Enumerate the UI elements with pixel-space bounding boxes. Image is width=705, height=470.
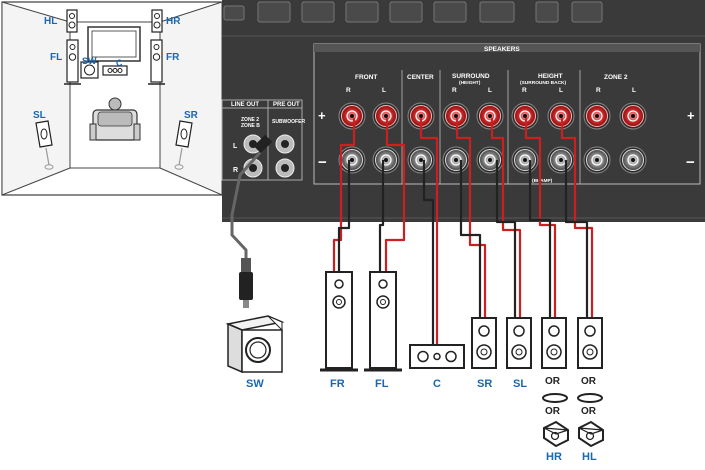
room-label-sr: SR (184, 110, 199, 121)
height-l-minus-terminal[interactable] (547, 146, 575, 174)
surround-l-plus-terminal[interactable] (476, 102, 504, 130)
room-label-hl: HL (44, 16, 57, 27)
height-right-bookshelf-icon (541, 317, 567, 369)
zone2-r-letter: R (596, 87, 601, 94)
surround-r-letter: R (452, 87, 457, 94)
label-hl: HL (582, 451, 597, 463)
minus-left: − (318, 154, 327, 171)
listener-seat-icon (89, 97, 141, 141)
label-fr: FR (330, 378, 345, 390)
or-label-hr-1: OR (545, 376, 561, 387)
front-right-tower-icon (320, 271, 358, 372)
pre-out-label: PRE OUT (273, 102, 300, 108)
speaker-cables (230, 118, 594, 345)
subwoofer-small-icon (80, 61, 99, 79)
height-l-letter: L (559, 87, 563, 94)
speakers-header: SPEAKERS (484, 46, 520, 53)
front-l-minus-terminal[interactable] (372, 146, 400, 174)
line-out-l-label: L (233, 143, 238, 150)
surround-r-plus-terminal[interactable] (442, 102, 470, 130)
zoneb-label: ZONE B (241, 123, 260, 129)
surround-right-speaker-icon (174, 120, 193, 170)
plus-right: + (687, 108, 695, 123)
plus-left: + (318, 108, 326, 123)
height-r-minus-terminal[interactable] (511, 146, 539, 174)
group-height-label: HEIGHT (538, 73, 563, 80)
subwoofer-pre-out-1[interactable] (275, 134, 295, 154)
subwoofer-pre-out-2[interactable] (275, 158, 295, 178)
front-left-speaker-icon (64, 39, 81, 85)
front-left-tower-icon (364, 271, 402, 372)
line-pre-out-box (221, 99, 303, 181)
surround-l-minus-terminal[interactable] (476, 146, 504, 174)
zone2-l-plus-terminal[interactable] (619, 102, 647, 130)
room-label-fl: FL (50, 52, 62, 63)
height-r-plus-terminal[interactable] (511, 102, 539, 130)
room-label-fr: FR (166, 52, 180, 63)
zone2-r-plus-terminal[interactable] (583, 102, 611, 130)
room-label-sl: SL (33, 110, 46, 121)
front-r-minus-terminal[interactable] (338, 146, 366, 174)
height-left-bookshelf-icon (577, 317, 603, 369)
front-r-letter: R (346, 87, 351, 94)
label-c: C (433, 378, 441, 390)
label-fl: FL (375, 378, 389, 390)
line-out-label: LINE OUT (231, 102, 259, 108)
center-minus-terminal[interactable] (407, 146, 435, 174)
front-right-speaker-icon (148, 39, 165, 85)
surround-r-minus-terminal[interactable] (442, 146, 470, 174)
room-label-hr: HR (166, 16, 181, 27)
or-label-hl-1: OR (581, 376, 597, 387)
label-hr: HR (546, 451, 562, 463)
zone2-label: ZONE 2 (241, 117, 259, 123)
ceiling-speaker-hr-icon (542, 393, 568, 403)
subwoofer-out-label: SUBWOOFER (272, 119, 305, 125)
receiver-rear-panel: LINE OUT PRE OUT ZONE 2 ZONE B SUBWOOFER… (221, 0, 705, 222)
surround-l-letter: L (488, 87, 492, 94)
surround-left-speaker-icon (35, 120, 54, 170)
subwoofer-cable-plug (239, 134, 273, 308)
or-label-hr-2: OR (545, 406, 561, 417)
height-right-speaker-icon (151, 9, 163, 33)
or-label-hl-2: OR (581, 406, 597, 417)
zone2-r-minus-terminal[interactable] (583, 146, 611, 174)
group-surround-label: SURROUND (452, 73, 490, 80)
biamp-label: (BI-AMP) (532, 178, 553, 184)
dolby-enabled-hr-icon (543, 420, 569, 448)
hdmi-ports-row (223, 1, 603, 23)
surround-left-bookshelf-icon (506, 317, 532, 369)
ceiling-speaker-hl-icon (577, 393, 603, 403)
label-sl: SL (513, 378, 527, 390)
height-r-letter: R (522, 87, 527, 94)
line-out-r-label: R (233, 167, 238, 174)
surround-right-bookshelf-icon (471, 317, 497, 369)
height-l-plus-terminal[interactable] (547, 102, 575, 130)
center-small-icon (102, 65, 128, 76)
subwoofer-icon (225, 315, 285, 374)
zone2-l-letter: L (632, 87, 636, 94)
front-l-letter: L (382, 87, 386, 94)
group-zone2-label: ZONE 2 (604, 74, 628, 81)
minus-right: − (686, 154, 695, 171)
front-r-plus-terminal[interactable] (338, 102, 366, 130)
label-sw: SW (246, 378, 264, 390)
group-surround-sub-label: (HEIGHT) (459, 80, 481, 86)
dolby-enabled-hl-icon (578, 420, 604, 448)
group-center-label: CENTER (407, 74, 434, 81)
zone2-l-minus-terminal[interactable] (619, 146, 647, 174)
center-speaker-icon (409, 344, 465, 369)
group-height-sub-label: (SURROUND BACK) (520, 80, 567, 86)
room-layout: HL HR FL FR SW C SL SR (1, 1, 223, 196)
room-label-sw: SW (82, 56, 97, 66)
height-left-speaker-icon (66, 9, 78, 33)
room-label-c: C (116, 58, 123, 68)
group-front-label: FRONT (355, 74, 377, 81)
label-sr: SR (477, 378, 492, 390)
